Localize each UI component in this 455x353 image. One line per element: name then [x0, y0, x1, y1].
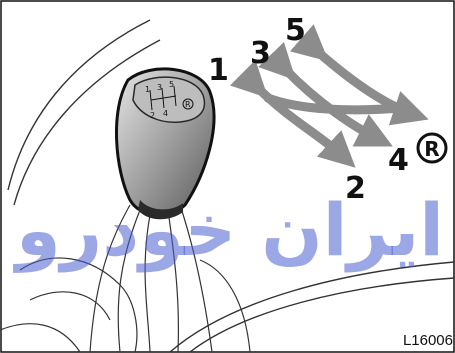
console-lines	[8, 20, 454, 352]
knob-num-R: R	[185, 100, 191, 109]
knob-num-1: 1	[145, 85, 150, 94]
knob-num-5: 5	[169, 80, 174, 89]
gear-4-label: 4	[388, 143, 409, 178]
gear-reverse-label: R	[424, 137, 439, 161]
gear-2-label: 2	[345, 171, 366, 206]
gear-1-label: 1	[208, 53, 229, 88]
knob-num-4: 4	[163, 109, 168, 118]
knob-num-2: 2	[150, 111, 155, 120]
gear-5-label: 5	[285, 13, 306, 48]
knob-num-3: 3	[157, 83, 162, 92]
gear-3-label: 3	[250, 36, 271, 71]
watermark-text: ایران خودرو	[13, 188, 444, 273]
figure-code: L16006	[403, 332, 453, 349]
